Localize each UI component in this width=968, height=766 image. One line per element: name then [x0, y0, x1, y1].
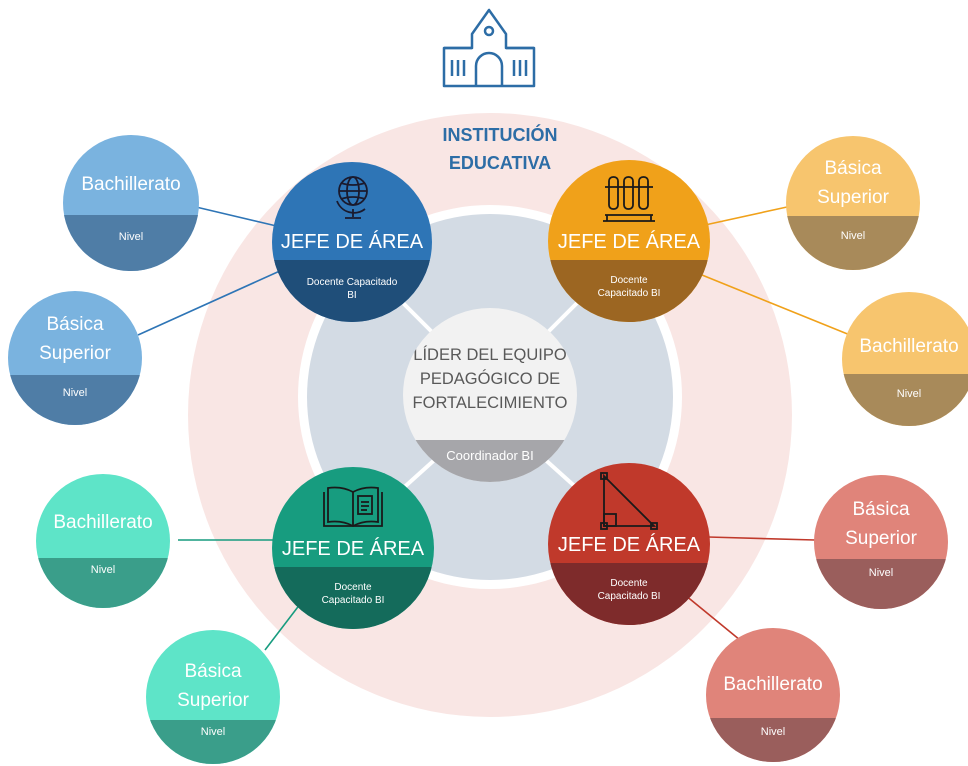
level-green-2-top: Básica Superior: [146, 630, 280, 720]
connector-orange-1: [704, 206, 788, 226]
level-blue-2-band: Nivel: [8, 375, 142, 425]
head-orange-title: JEFE DE ÁREA: [557, 231, 701, 253]
level-blue-2-name-line1: Básica: [46, 314, 104, 335]
center-subtitle: Coordinador BI: [446, 448, 534, 463]
level-green-2-tag: Nivel: [200, 726, 226, 738]
head-blue-subtitle-line2: BI: [347, 290, 357, 301]
head-blue-top: JEFE DE ÁREA: [272, 162, 432, 260]
head-green-title: JEFE DE ÁREA: [281, 538, 425, 560]
level-orange-1-name-line2: Superior: [817, 187, 889, 208]
level-red-2-top: Bachillerato: [706, 628, 840, 718]
level-orange-1-tag: Nivel: [840, 230, 866, 242]
level-blue-1-name: Bachillerato: [81, 173, 181, 195]
head-green-band: Docente Capacitado BI: [272, 567, 434, 629]
level-green-1-tag: Nivel: [90, 564, 116, 576]
level-blue-1-top: Bachillerato: [63, 135, 199, 215]
level-red-2-name: Bachillerato: [723, 673, 823, 695]
institution-title-line1: INSTITUCIÓN: [442, 125, 558, 145]
level-circle-orange-bachillerato: Bachillerato Nivel: [842, 292, 968, 426]
set-square-icon: [600, 472, 658, 530]
head-green-subtitle-line2: Capacitado BI: [321, 595, 385, 606]
level-green-2-name-line2: Superior: [177, 690, 249, 711]
level-orange-2-top: Bachillerato: [842, 292, 968, 374]
head-green-subtitle-line1: Docente: [334, 582, 372, 593]
level-orange-2-band: Nivel: [842, 374, 968, 426]
institution-title-line2: EDUCATIVA: [448, 153, 552, 173]
center-title-line2: PEDAGÓGICO DE: [419, 370, 561, 388]
level-orange-1-band: Nivel: [786, 216, 920, 270]
head-red-band: Docente Capacitado BI: [548, 563, 710, 625]
level-red-1-name-line2: Superior: [845, 528, 917, 549]
head-circle-blue: JEFE DE ÁREA Docente Capacitado BI: [272, 162, 432, 322]
level-green-2-name-line1: Básica: [184, 661, 242, 682]
institution-title: INSTITUCIÓN EDUCATIVA: [400, 121, 600, 177]
center-title: LÍDER DEL EQUIPO PEDAGÓGICO DE FORTALECI…: [403, 308, 577, 440]
head-blue-band: Docente Capacitado BI: [272, 260, 432, 322]
head-green-top: JEFE DE ÁREA: [272, 467, 434, 567]
level-orange-1-name-line1: Básica: [824, 158, 882, 179]
level-blue-1-tag: Nivel: [118, 231, 144, 243]
head-blue-subtitle-line1: Docente Capacitado: [306, 277, 398, 288]
level-orange-2-tag: Nivel: [896, 388, 922, 400]
head-circle-red: JEFE DE ÁREA Docente Capacitado BI: [548, 463, 710, 625]
head-orange-top: JEFE DE ÁREA: [548, 160, 710, 260]
head-blue-title: JEFE DE ÁREA: [280, 231, 424, 253]
head-orange-subtitle-line2: Capacitado BI: [597, 288, 661, 299]
center-title-line3: FORTALECIMIENTO: [412, 394, 568, 412]
test-tubes-icon: [603, 176, 655, 222]
level-circle-blue-basica-superior: Básica Superior Nivel: [8, 291, 142, 425]
head-orange-subtitle-line1: Docente: [610, 275, 648, 286]
level-circle-blue-bachillerato: Bachillerato Nivel: [63, 135, 199, 271]
connector-red-1: [707, 536, 816, 541]
level-red-1-top: Básica Superior: [814, 475, 948, 559]
center-leader-circle: LÍDER DEL EQUIPO PEDAGÓGICO DE FORTALECI…: [403, 308, 577, 482]
level-blue-2-name-line2: Superior: [39, 343, 111, 364]
level-blue-2-top: Básica Superior: [8, 291, 142, 375]
head-orange-band: Docente Capacitado BI: [548, 260, 710, 322]
level-red-2-tag: Nivel: [760, 726, 786, 738]
level-circle-red-bachillerato: Bachillerato Nivel: [706, 628, 840, 762]
level-circle-orange-basica-superior: Básica Superior Nivel: [786, 136, 920, 270]
head-circle-green: JEFE DE ÁREA Docente Capacitado BI: [272, 467, 434, 629]
center-band: Coordinador BI: [403, 440, 577, 482]
head-circle-orange: JEFE DE ÁREA Docente Capacitado BI: [548, 160, 710, 322]
level-circle-green-bachillerato: Bachillerato Nivel: [36, 474, 170, 608]
level-green-2-band: Nivel: [146, 720, 280, 764]
level-orange-1-top: Básica Superior: [786, 136, 920, 216]
level-orange-2-name: Bachillerato: [859, 335, 959, 357]
level-red-2-band: Nivel: [706, 718, 840, 762]
head-red-title: JEFE DE ÁREA: [557, 534, 701, 556]
level-blue-1-band: Nivel: [63, 215, 199, 271]
school-building-icon: [442, 8, 536, 88]
level-green-1-band: Nivel: [36, 558, 170, 608]
level-green-1-top: Bachillerato: [36, 474, 170, 558]
connector-blue-2: [137, 269, 283, 336]
level-red-1-name-line1: Básica: [852, 499, 910, 520]
level-red-1-tag: Nivel: [868, 567, 894, 579]
level-green-1-name: Bachillerato: [53, 511, 153, 533]
level-red-1-band: Nivel: [814, 559, 948, 609]
level-circle-red-basica-superior: Básica Superior Nivel: [814, 475, 948, 609]
head-red-top: JEFE DE ÁREA: [548, 463, 710, 563]
connector-blue-1: [195, 206, 286, 229]
level-circle-green-basica-superior: Básica Superior Nivel: [146, 630, 280, 764]
level-blue-2-tag: Nivel: [62, 387, 88, 399]
connector-orange-2: [701, 274, 851, 336]
center-title-line1: LÍDER DEL EQUIPO: [413, 346, 567, 364]
head-red-subtitle-line2: Capacitado BI: [597, 591, 661, 602]
globe-icon: [336, 176, 368, 219]
book-icon: [323, 486, 383, 528]
head-red-subtitle-line1: Docente: [610, 578, 648, 589]
